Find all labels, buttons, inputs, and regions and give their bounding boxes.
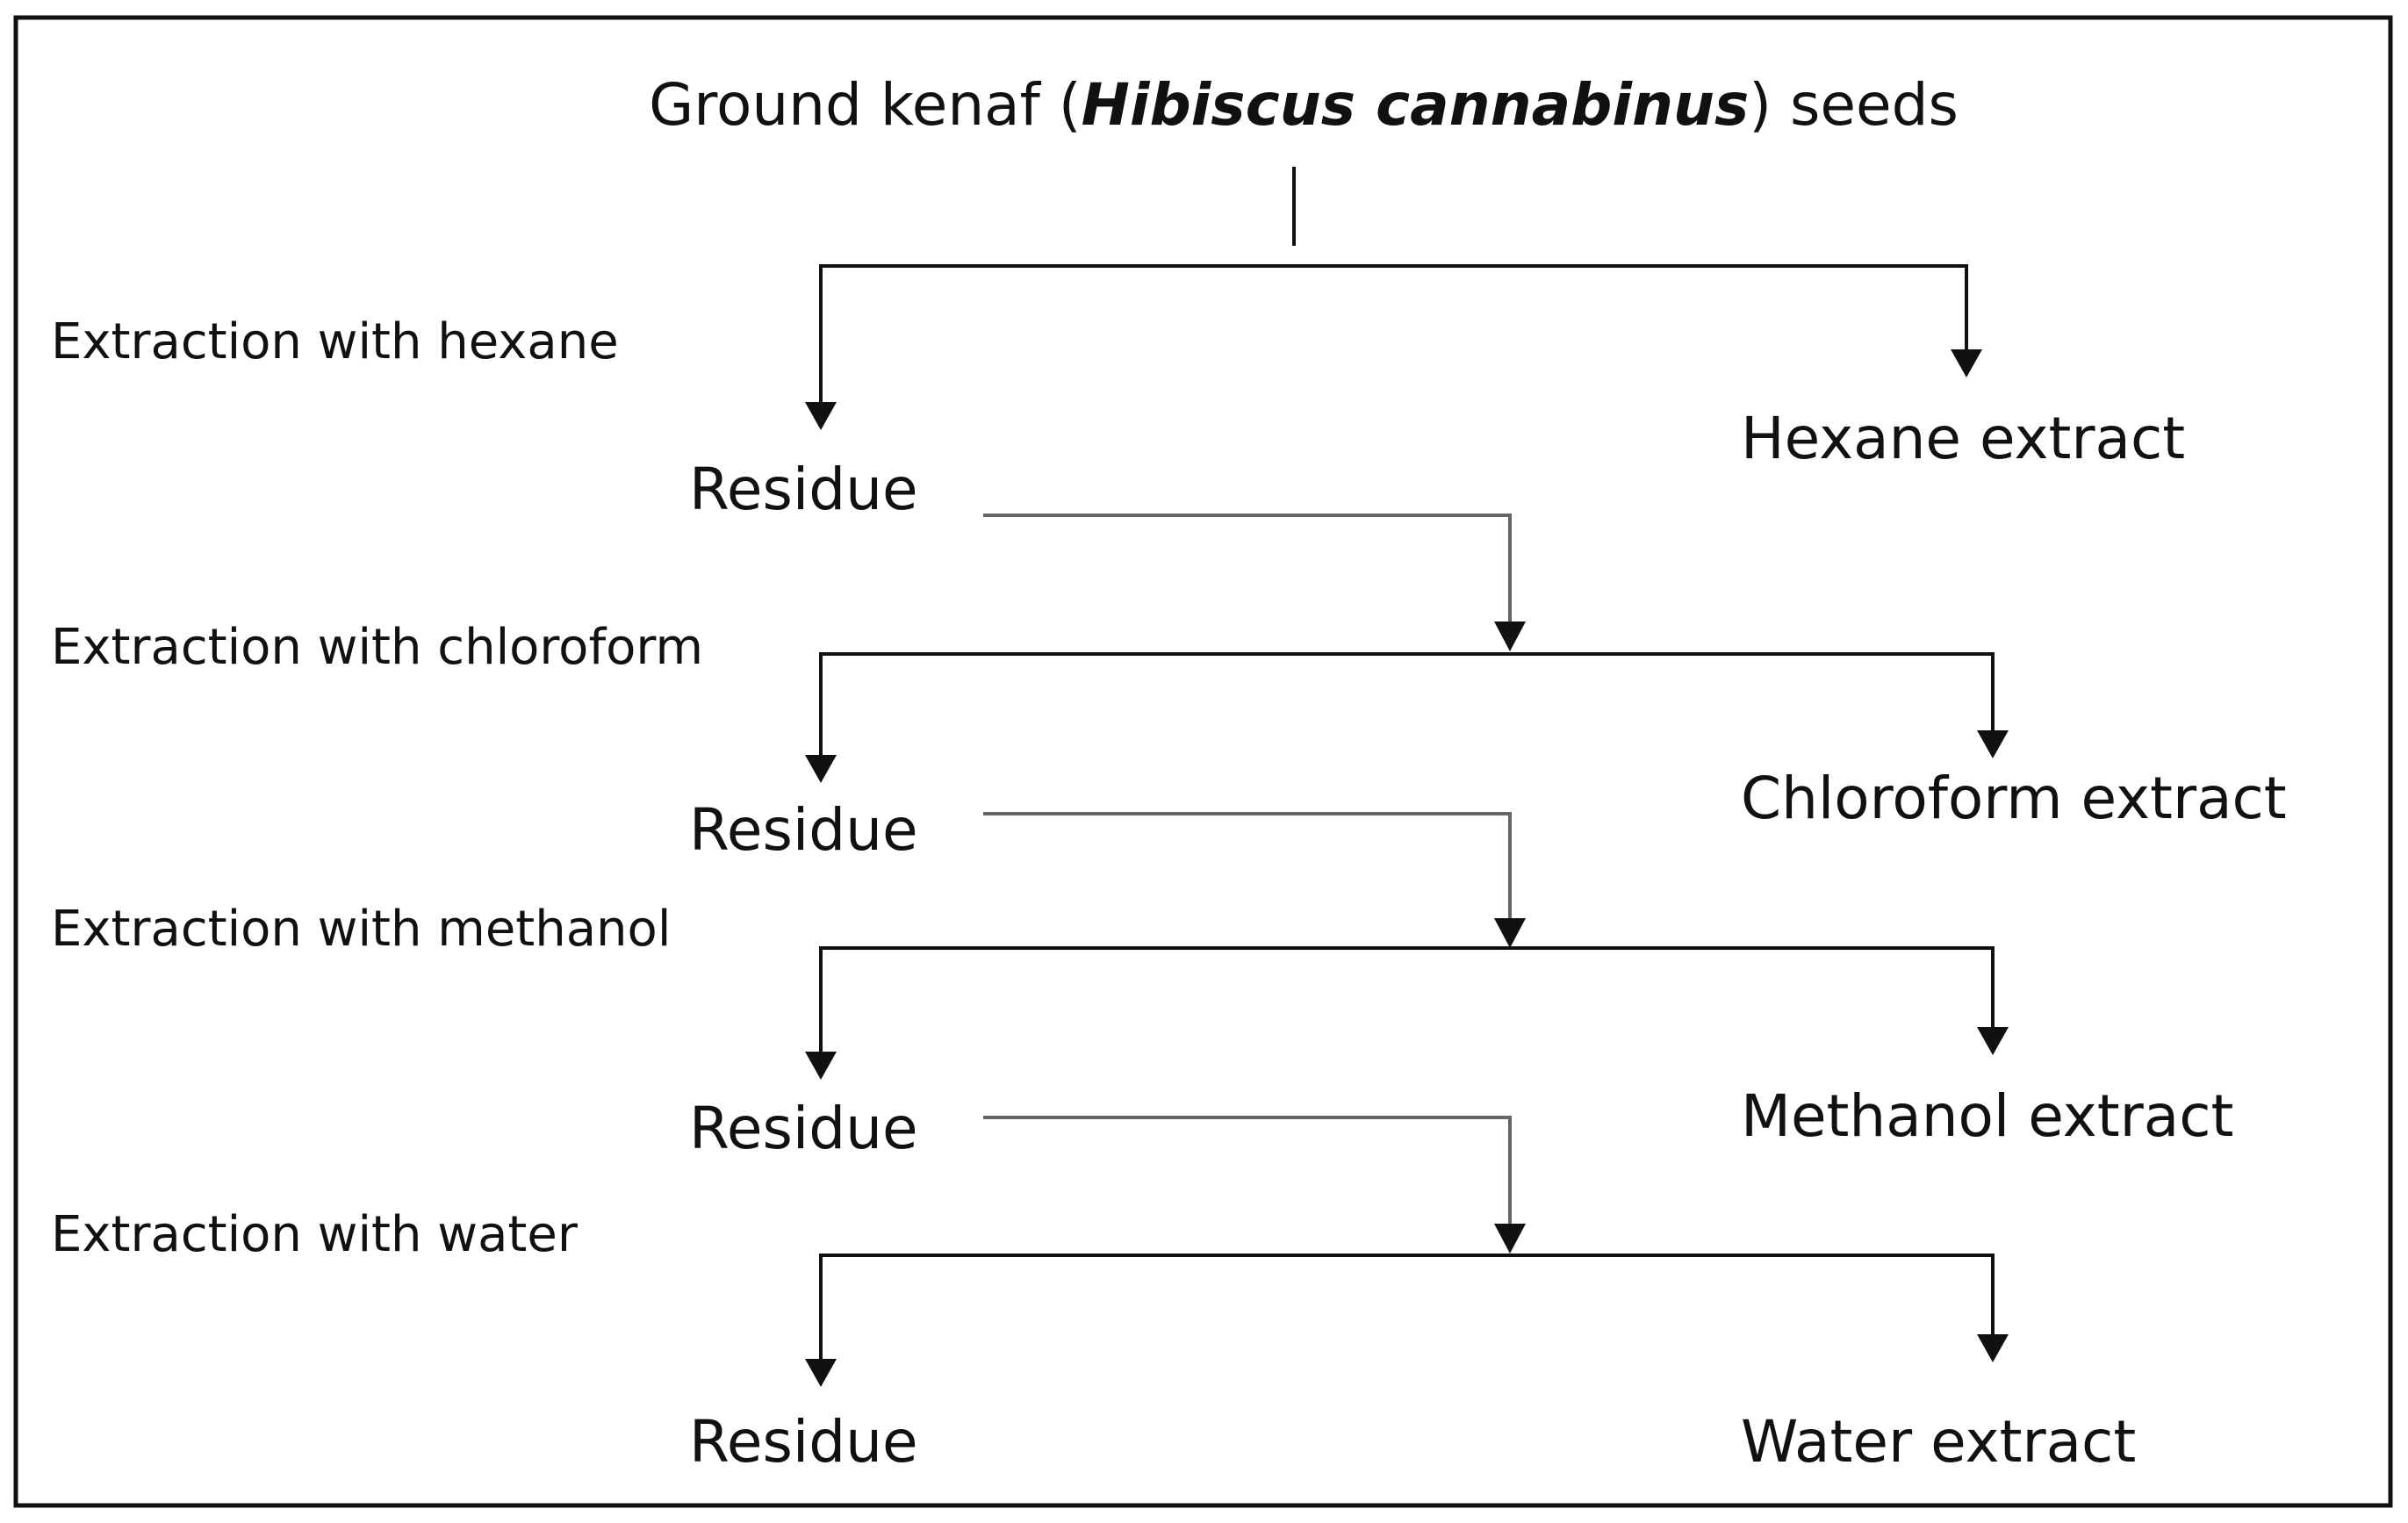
extract-node-methanol: Methanol extract (1741, 1082, 2233, 1150)
step-label-hexane: Extraction with hexane (51, 313, 619, 370)
source-prefix: Ground kenaf ( (649, 71, 1081, 139)
connector-step-methanol (805, 812, 2009, 1080)
residue-node-2: Residue (689, 796, 918, 864)
extract-node-chloroform: Chloroform extract (1741, 765, 2287, 832)
connector-step-hexane (805, 167, 1982, 430)
residue-node-4: Residue (689, 1408, 918, 1476)
extract-node-hexane: Hexane extract (1741, 405, 2185, 472)
diagram-frame (13, 15, 2393, 1508)
connector-step-water (805, 1116, 2009, 1387)
source-node-title: Ground kenaf (Hibiscus cannabinus) seeds (649, 71, 1959, 139)
step-label-chloroform: Extraction with chloroform (51, 619, 703, 676)
residue-node-3: Residue (689, 1095, 918, 1162)
step-label-methanol: Extraction with methanol (51, 901, 671, 958)
source-species: Hibiscus cannabinus (1082, 71, 1750, 139)
connector-step-chloroform (805, 514, 2009, 783)
residue-node-1: Residue (689, 456, 918, 523)
step-label-water: Extraction with water (51, 1206, 579, 1263)
source-suffix: ) seeds (1749, 71, 1959, 139)
extract-node-water: Water extract (1741, 1408, 2136, 1476)
